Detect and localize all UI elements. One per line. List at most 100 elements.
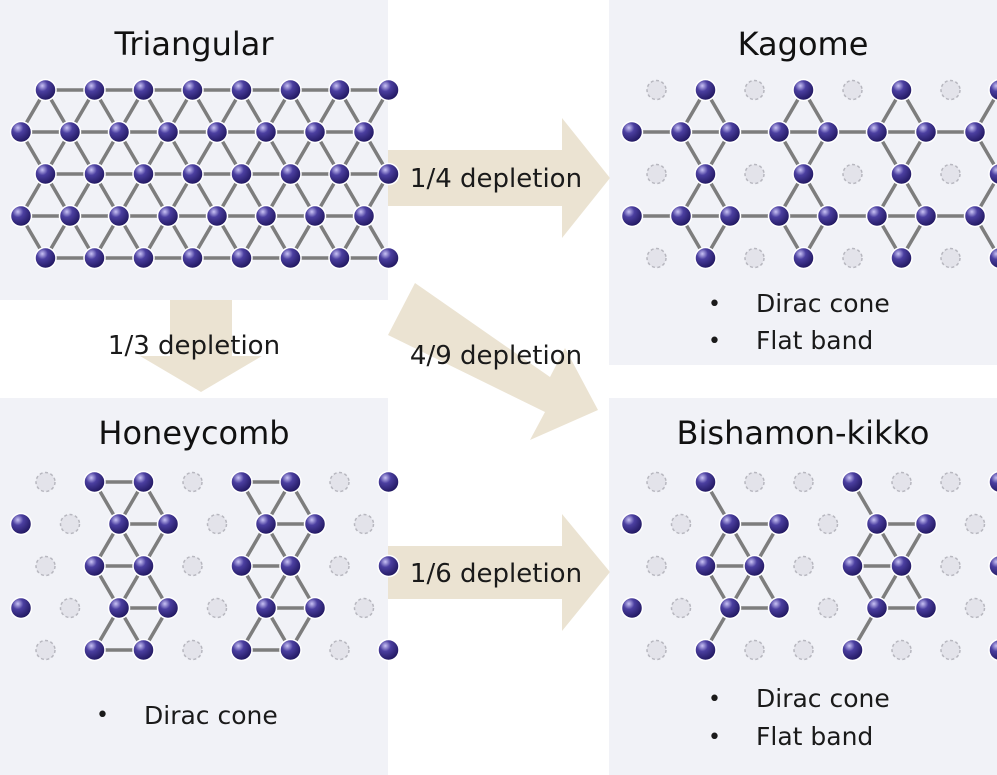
bishamon-bullet-2-marker: • xyxy=(708,725,721,750)
vacancy-site xyxy=(842,163,863,185)
vacancy-site xyxy=(353,597,375,619)
lattice-site xyxy=(254,512,278,536)
lattice-site xyxy=(205,204,229,228)
lattice-site xyxy=(841,638,864,662)
bishamon-bullet-2: Flat band xyxy=(756,722,873,751)
lattice-site xyxy=(107,204,131,228)
lattice-site xyxy=(914,120,938,144)
lattice-site xyxy=(620,596,644,620)
lattice-site xyxy=(792,246,815,270)
lattice-site xyxy=(694,162,717,186)
vacancy-site xyxy=(793,639,814,661)
lattice-site xyxy=(865,596,889,620)
lattice-site xyxy=(377,638,400,662)
vacancy-site xyxy=(646,639,667,661)
lattice-site xyxy=(694,638,717,662)
lattice-site xyxy=(279,78,302,102)
lattice-site xyxy=(963,204,987,228)
lattice-site xyxy=(83,78,106,102)
lattice-site xyxy=(132,246,155,270)
vacancy-site xyxy=(646,247,667,269)
vacancy-site xyxy=(206,513,228,535)
lattice-site xyxy=(230,78,253,102)
lattice-site xyxy=(816,204,840,228)
vacancy-site xyxy=(59,513,81,535)
lattice-site xyxy=(9,204,33,228)
lattice-site xyxy=(377,470,400,494)
lattice-site xyxy=(107,512,131,536)
lattice-site xyxy=(620,512,644,536)
lattice-site xyxy=(34,162,57,186)
vacancy-site xyxy=(817,597,839,619)
vacancy-site xyxy=(206,597,228,619)
arrow-to-kagome xyxy=(388,118,610,238)
vacancy-site xyxy=(646,79,667,101)
lat-bis-sites xyxy=(620,470,997,662)
vacancy-site xyxy=(646,163,667,185)
lattice-site xyxy=(377,78,400,102)
lattice-site xyxy=(230,162,253,186)
lattice-site xyxy=(132,162,155,186)
arrow-diagonal-to-bishamon xyxy=(388,283,598,440)
depletion-label-four-ninths: 4/9 depletion xyxy=(410,341,582,371)
lattice-site xyxy=(865,204,889,228)
lattice-site xyxy=(132,78,155,102)
vacancy-site xyxy=(329,471,350,493)
lattice-site xyxy=(181,78,204,102)
lattice-site xyxy=(254,120,278,144)
lattice-site xyxy=(694,554,717,578)
vacancy-site xyxy=(891,471,912,493)
depletion-label-third: 1/3 depletion xyxy=(108,331,280,361)
lattice-site xyxy=(303,120,327,144)
vacancy-site xyxy=(744,247,765,269)
lattice-site xyxy=(303,512,327,536)
lattice-site xyxy=(377,554,400,578)
lattice-site xyxy=(890,246,913,270)
lattice-site xyxy=(890,162,913,186)
lattice-site xyxy=(841,470,864,494)
lattice-site xyxy=(914,204,938,228)
lattice-site xyxy=(83,246,106,270)
lattice-site xyxy=(9,512,33,536)
lattice-site xyxy=(83,638,106,662)
vacancy-site xyxy=(182,555,203,577)
lattice-site xyxy=(767,596,791,620)
arrow-to-honeycomb xyxy=(140,300,262,392)
vacancy-site xyxy=(964,513,986,535)
lattice-site xyxy=(914,596,938,620)
vacancy-site xyxy=(964,597,986,619)
vacancy-site xyxy=(59,597,81,619)
kagome-bullet-2: Flat band xyxy=(756,326,873,355)
vacancy-site xyxy=(793,471,814,493)
lattice-site xyxy=(718,120,742,144)
lattice-site xyxy=(718,204,742,228)
lattice-site xyxy=(156,596,180,620)
lattice-site xyxy=(328,78,351,102)
lattice-site xyxy=(9,120,33,144)
vacancy-site xyxy=(35,639,56,661)
lattice-site xyxy=(865,120,889,144)
lattice-site xyxy=(58,120,82,144)
vacancy-site xyxy=(353,513,375,535)
bishamon-bullet-1: Dirac cone xyxy=(756,684,890,713)
vacancy-site xyxy=(940,639,961,661)
lattice-site xyxy=(156,120,180,144)
lattice-site xyxy=(181,162,204,186)
lattice-site xyxy=(328,162,351,186)
lattice-site xyxy=(181,246,204,270)
vacancy-site xyxy=(744,639,765,661)
lattice-site xyxy=(230,554,253,578)
lattice-site xyxy=(9,596,33,620)
lattice-site xyxy=(816,120,840,144)
vacancy-site xyxy=(182,471,203,493)
vacancy-site xyxy=(940,247,961,269)
vacancy-site xyxy=(817,513,839,535)
lattice-site xyxy=(988,471,997,493)
lattice-site xyxy=(352,120,376,144)
honeycomb-bullet-1: Dirac cone xyxy=(144,701,278,730)
lattice-site xyxy=(107,596,131,620)
lattice-site xyxy=(58,204,82,228)
lattice-site xyxy=(230,470,253,494)
lattice-site xyxy=(718,512,742,536)
